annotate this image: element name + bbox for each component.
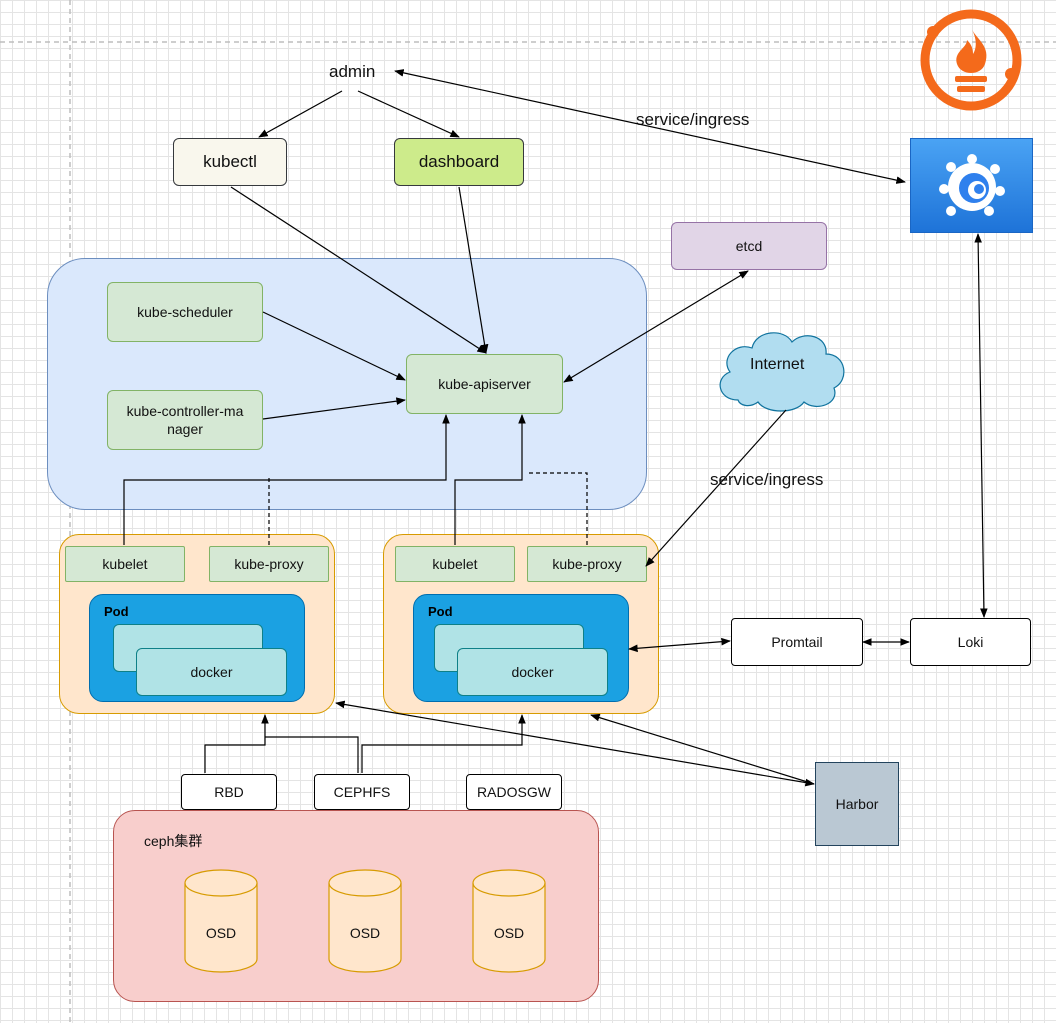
kubelet-1-box[interactable]: kubelet xyxy=(65,546,185,582)
prometheus-logo-icon xyxy=(920,9,1022,111)
kubelet-2-box[interactable]: kubelet xyxy=(395,546,515,582)
osd-3: OSD xyxy=(472,869,546,973)
promtail-box[interactable]: Promtail xyxy=(731,618,863,666)
kube-scheduler-box[interactable]: kube-scheduler xyxy=(107,282,263,342)
ceph-cluster-label: ceph集群 xyxy=(144,833,203,849)
osd-1: OSD xyxy=(184,869,258,973)
etcd-box[interactable]: etcd xyxy=(671,222,827,270)
kube-proxy-1-box[interactable]: kube-proxy xyxy=(209,546,329,582)
pod-label: Pod xyxy=(104,604,129,619)
internet-label: Internet xyxy=(750,356,805,373)
grafana-logo-icon xyxy=(910,138,1033,233)
container-docker-2: docker xyxy=(457,648,608,696)
kube-apiserver-box[interactable]: kube-apiserver xyxy=(406,354,563,414)
kube-proxy-2-box[interactable]: kube-proxy xyxy=(527,546,647,582)
rbd-box[interactable]: RBD xyxy=(181,774,277,810)
pod-label: Pod xyxy=(428,604,453,619)
admin-label: admin xyxy=(329,62,376,81)
edge-label-service-ingress-internet: service/ingress xyxy=(710,470,824,489)
kube-controller-manager-box[interactable]: kube-controller-manager xyxy=(107,390,263,450)
loki-box[interactable]: Loki xyxy=(910,618,1031,666)
container-docker-1: docker xyxy=(136,648,287,696)
harbor-box[interactable]: Harbor xyxy=(815,762,899,846)
osd-2: OSD xyxy=(328,869,402,973)
kubectl-box[interactable]: kubectl xyxy=(173,138,287,186)
